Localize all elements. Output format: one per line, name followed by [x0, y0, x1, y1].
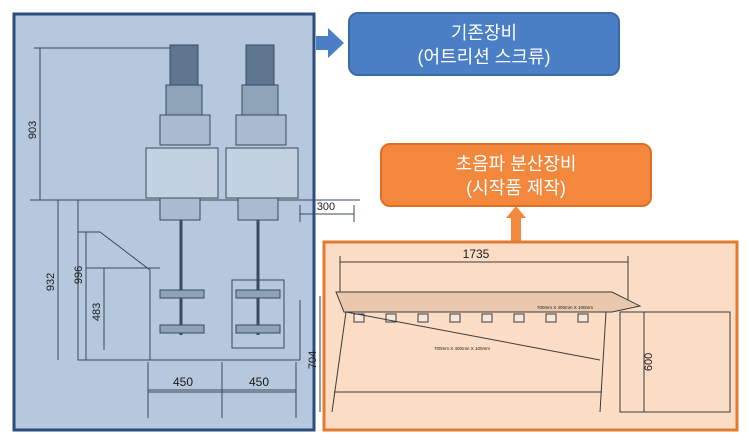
- dim-label-600: 600: [643, 353, 655, 371]
- arrow-right-icon: [316, 28, 344, 58]
- ultrasonic-equipment-title: 초음파 분산장비: [455, 154, 577, 174]
- motor-1: [169, 44, 199, 86]
- impeller-upper-2: [235, 289, 281, 299]
- dim-label-996: 996: [73, 266, 85, 284]
- dim-label-483: 483: [91, 303, 103, 321]
- inner-chamber: [231, 279, 285, 349]
- trough-body: [335, 291, 642, 313]
- dim-label-1735: 1735: [463, 247, 490, 261]
- tray-label-lower: 700mm X 400mm X 100mm: [434, 346, 490, 351]
- transducer-row: [353, 313, 589, 323]
- dim-label-704: 704: [307, 351, 319, 369]
- leg-front: [331, 311, 347, 413]
- tank-outline: [77, 200, 301, 361]
- existing-equipment-subtitle: (어트리션 스크류): [417, 47, 551, 67]
- impeller-upper-1: [159, 289, 205, 299]
- dim-label-932: 932: [45, 273, 57, 291]
- new-equipment-panel: [322, 240, 739, 432]
- motor-2: [245, 44, 275, 86]
- impeller-lower-2: [235, 324, 281, 334]
- leg-back: [599, 311, 607, 413]
- existing-equipment-title: 기존장비: [450, 23, 518, 43]
- support-box: [619, 311, 731, 413]
- tank-slope: [78, 231, 151, 360]
- ultrasonic-equipment-subtitle: (시작품 제작): [466, 178, 566, 198]
- arrow-up-icon: [506, 206, 526, 242]
- frame-1: [145, 147, 219, 199]
- dim-label-450-b: 450: [249, 375, 269, 389]
- ultrasonic-equipment-callout: 초음파 분산장비 (시작품 제작): [380, 143, 652, 207]
- frame-2: [225, 147, 299, 199]
- dim-label-903: 903: [27, 121, 39, 139]
- impeller-lower-1: [159, 324, 205, 334]
- tray-label-upper: 700mm X 400mm X 100mm: [537, 305, 593, 310]
- dim-label-300: 300: [317, 201, 335, 213]
- dim-label-450-a: 450: [173, 375, 193, 389]
- existing-equipment-callout: 기존장비 (어트리션 스크류): [348, 12, 620, 76]
